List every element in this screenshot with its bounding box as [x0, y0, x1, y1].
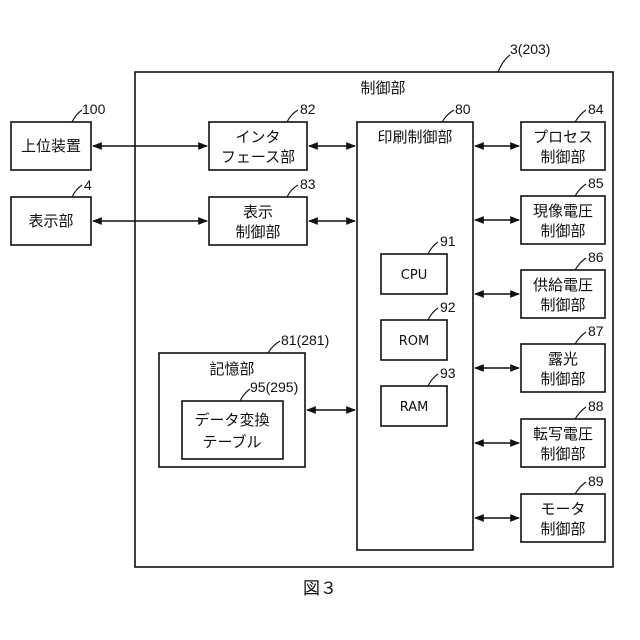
storage-label: 記憶部: [209, 360, 254, 378]
dev-voltage-control-label-line1: 現像電圧: [533, 202, 593, 220]
dev-voltage-control-label-line2: 制御部: [540, 222, 585, 240]
figure-caption: 図３: [303, 579, 337, 599]
supply-voltage-control-label-line1: 供給電圧: [533, 276, 593, 294]
dev-voltage-control-ref: 85: [588, 175, 604, 191]
process-control-ref: 84: [588, 101, 604, 117]
host-device-label: 上位装置: [21, 137, 81, 155]
exposure-control-label-line2: 制御部: [540, 370, 585, 388]
motor-control-ref: 89: [588, 473, 604, 489]
display-control-ref: 83: [300, 176, 316, 192]
supply-voltage-control-label-line2: 制御部: [540, 296, 585, 314]
display-label: 表示部: [28, 212, 73, 230]
cpu-ref: 91: [440, 233, 456, 249]
ram-ref: 93: [440, 365, 456, 381]
rom-label: ROM: [399, 334, 429, 349]
ram-label: RAM: [400, 400, 429, 415]
interface-ref: 82: [300, 101, 316, 117]
display-control-label-line1: 表示: [243, 203, 273, 221]
controller-ref: 3(203): [510, 41, 550, 57]
exposure-control-ref: 87: [588, 323, 604, 339]
conversion-table-label-line2: テーブル: [202, 433, 261, 451]
exposure-control-label-line1: 露光: [548, 350, 578, 368]
conversion-table-ref: 95(295): [250, 379, 298, 395]
transfer-voltage-control-ref: 88: [588, 398, 604, 414]
controller-label: 制御部: [360, 79, 405, 97]
display-ref-leader: [72, 185, 82, 197]
transfer-voltage-control-label-line2: 制御部: [540, 445, 585, 463]
rom-ref: 92: [440, 299, 456, 315]
print-control-label: 印刷制御部: [377, 128, 452, 146]
process-control-label-line1: プロセス: [533, 128, 593, 146]
controller-ref-leader: [498, 55, 510, 72]
interface-label-line2: フェース部: [221, 148, 295, 166]
display-control-label-line2: 制御部: [235, 223, 280, 241]
print-control-ref: 80: [455, 101, 471, 117]
process-control-label-line2: 制御部: [540, 148, 585, 166]
host-ref: 100: [82, 101, 106, 117]
interface-label-line1: インタ: [235, 128, 280, 146]
storage-ref: 81(281): [281, 332, 329, 348]
display-ref: 4: [84, 177, 92, 193]
motor-control-label-line1: モータ: [540, 500, 585, 518]
cpu-label: CPU: [401, 268, 427, 283]
transfer-voltage-control-label-line1: 転写電圧: [533, 425, 593, 443]
conversion-table-label-line1: データ変換: [194, 411, 269, 429]
motor-control-label-line2: 制御部: [540, 520, 585, 538]
supply-voltage-control-ref: 86: [588, 249, 604, 265]
host-ref-leader: [72, 110, 82, 122]
